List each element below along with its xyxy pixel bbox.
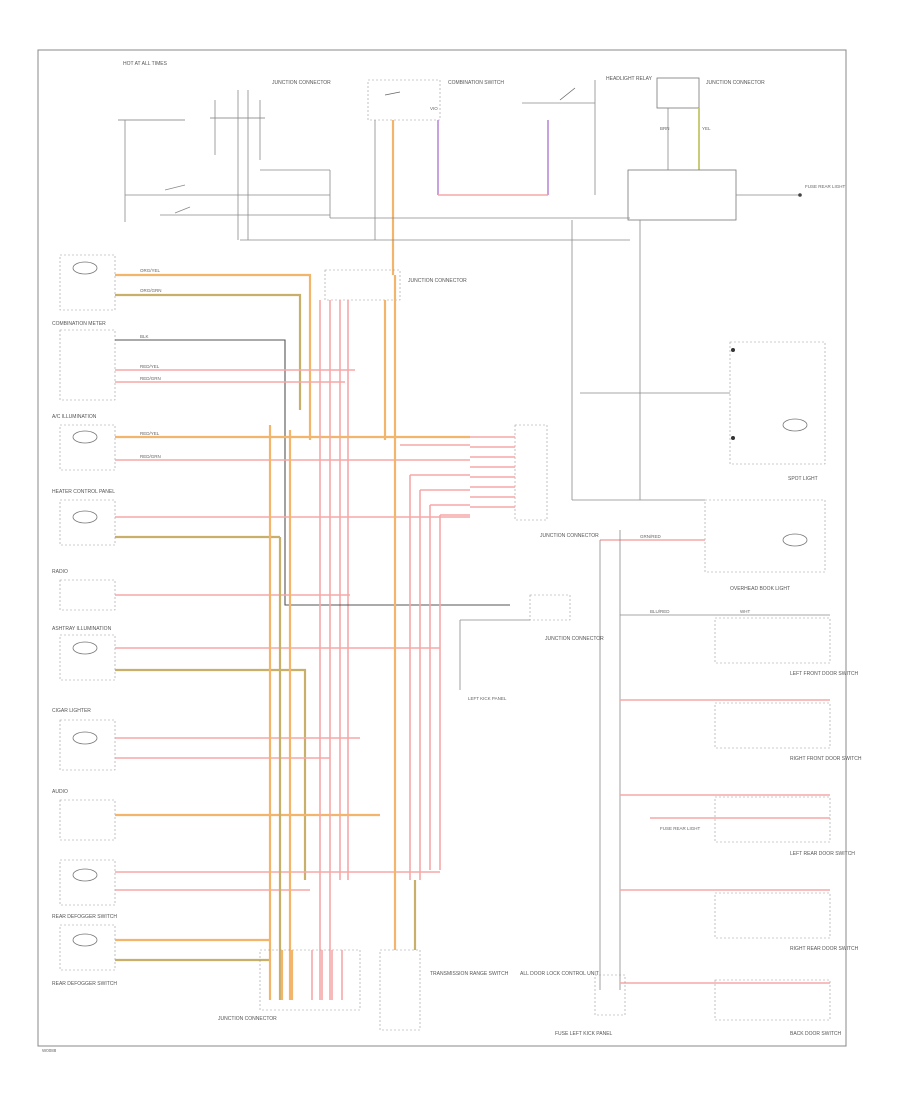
wire-tag-blk: BLK xyxy=(140,334,149,339)
audio-label: AUDIO xyxy=(52,789,68,795)
left-rear-door-switch-label: LEFT REAR DOOR SWITCH xyxy=(790,851,855,857)
right-rear-door-switch-label: RIGHT REAR DOOR SWITCH xyxy=(790,946,859,952)
junction-connector-center: JUNCTION CONNECTOR xyxy=(324,269,467,880)
wire-tag-wht: WHT xyxy=(740,609,750,614)
junction-connector-5-label: JUNCTION CONNECTOR xyxy=(545,636,604,642)
wire-tag-red-yel: RED/YEL xyxy=(140,364,160,369)
ac-illumination-label: A/C ILLUMINATION xyxy=(52,414,97,420)
wire-tag-vio: VIO xyxy=(430,106,438,111)
ac-illumination: A/C ILLUMINATION xyxy=(52,414,470,471)
overhead-book-light-label: OVERHEAD BOOK LIGHT xyxy=(730,586,790,592)
junction-connector-2-label: JUNCTION CONNECTOR xyxy=(706,80,765,86)
ground-label: LEFT KICK PANEL xyxy=(468,696,507,701)
fuse-rear-light-label: FUSE REAR LIGHT xyxy=(805,184,846,189)
cigar-lighter-label: CIGAR LIGHTER xyxy=(52,708,91,714)
fuse-rear-light-label-2: FUSE REAR LIGHT xyxy=(660,826,701,831)
junction-connector-bottom-label: JUNCTION CONNECTOR xyxy=(218,1016,277,1022)
rear-defogger-switch-label: REAR DEFOGGER SWITCH xyxy=(52,914,117,920)
combination-switch-top: COMBINATION SWITCH xyxy=(367,79,548,275)
left-kick-panel-ground: LEFT KICK PANEL JUNCTION CONNECTOR xyxy=(459,594,604,701)
wire-tag-red-grn: RED/GRN xyxy=(140,376,161,381)
junction-connector-3-label: JUNCTION CONNECTOR xyxy=(408,278,467,284)
radio-label: RADIO xyxy=(52,569,68,575)
transmission-range-switch: TRANSMISSION RANGE SWITCH xyxy=(379,880,509,1031)
rear-defogger-switch: REAR DEFOGGER SWITCH REAR DEFOGGER SWITC… xyxy=(52,859,440,987)
overhead-book-light: OVERHEAD BOOK LIGHT xyxy=(600,499,826,592)
left-front-door-switch-label: LEFT FRONT DOOR SWITCH xyxy=(790,671,859,677)
combination-meter-label: COMBINATION METER xyxy=(52,321,106,327)
rear-defogger-switch-label-2: REAR DEFOGGER SWITCH xyxy=(52,981,117,987)
spot-light: SPOT LIGHT xyxy=(580,341,826,482)
left-front-door-switch: LEFT FRONT DOOR SWITCH xyxy=(620,614,859,677)
junction-connector-4-label: JUNCTION CONNECTOR xyxy=(540,533,599,539)
heater-control-panel-label: HEATER CONTROL PANEL xyxy=(52,489,115,495)
wire-tag-yel: YEL xyxy=(702,126,711,131)
right-front-door-switch-label: RIGHT FRONT DOOR SWITCH xyxy=(790,756,862,762)
wire-code-tags: ORG/YEL ORG/GRN BLK RED/YEL RED/GRN RED/… xyxy=(140,106,750,614)
fuse-left-kick-panel-label: FUSE LEFT KICK PANEL xyxy=(555,1031,613,1037)
combination-switch-label: COMBINATION SWITCH xyxy=(448,80,504,86)
right-front-door-switch: RIGHT FRONT DOOR SWITCH xyxy=(620,699,862,762)
junction-connector-bottom: JUNCTION CONNECTOR xyxy=(218,949,361,1022)
wire-tag-org-grn: ORG/GRN xyxy=(140,288,162,293)
wire-tag-blu-red: BLU/RED xyxy=(650,609,670,614)
multiplex-control-unit-label: ALL DOOR LOCK CONTROL UNIT xyxy=(520,971,599,977)
spot-light-label: SPOT LIGHT xyxy=(788,476,818,482)
wire-tag-brn: BRN xyxy=(660,126,670,131)
fuse-box-section: HOT AT ALL TIMES xyxy=(118,61,330,222)
page-label: W0088 xyxy=(42,1048,57,1053)
left-rear-door-switch: LEFT REAR DOOR SWITCH FUSE REAR LIGHT xyxy=(620,794,855,857)
wire-tag-ac-1: RED/YEL xyxy=(140,431,160,436)
junction-connector-mid: JUNCTION CONNECTOR xyxy=(393,424,599,880)
back-door-switch-label: BACK DOOR SWITCH xyxy=(790,1031,842,1037)
junction-connector-1-label: JUNCTION CONNECTOR xyxy=(272,80,331,86)
instrument-panel xyxy=(59,329,510,606)
transmission-range-switch-label: TRANSMISSION RANGE SWITCH xyxy=(430,971,509,977)
headlight-relay-label: HEADLIGHT RELAY xyxy=(606,76,653,82)
ashtray-illumination: ASHTRAY ILLUMINATION xyxy=(52,626,440,880)
back-door-switch: BACK DOOR SWITCH xyxy=(620,979,842,1037)
headlight-relay-top: HEADLIGHT RELAY JUNCTION CONNECTOR FUSE … xyxy=(522,76,846,221)
right-rear-door-switch: RIGHT REAR DOOR SWITCH xyxy=(620,889,859,952)
radio: RADIO xyxy=(52,569,350,611)
all-door-lock-control-unit: ALL DOOR LOCK CONTROL UNIT FUSE LEFT KIC… xyxy=(520,971,626,1037)
hot-at-all-times-label: HOT AT ALL TIMES xyxy=(123,61,168,67)
audio: AUDIO xyxy=(52,789,380,841)
junction-connector-top-left: JUNCTION CONNECTOR xyxy=(210,80,331,240)
wire-tag-grn-red: GRN/RED xyxy=(640,534,662,539)
combination-meter: COMBINATION METER xyxy=(52,254,312,440)
wire-tag-org-yel: ORG/YEL xyxy=(140,268,161,273)
diagram-border xyxy=(37,49,847,1047)
wire-tag-ac-2: RED/GRN xyxy=(140,454,161,459)
heater-control-panel: HEATER CONTROL PANEL xyxy=(52,489,470,546)
ashtray-illumination-label: ASHTRAY ILLUMINATION xyxy=(52,626,112,632)
cigar-lighter: CIGAR LIGHTER xyxy=(52,708,360,771)
